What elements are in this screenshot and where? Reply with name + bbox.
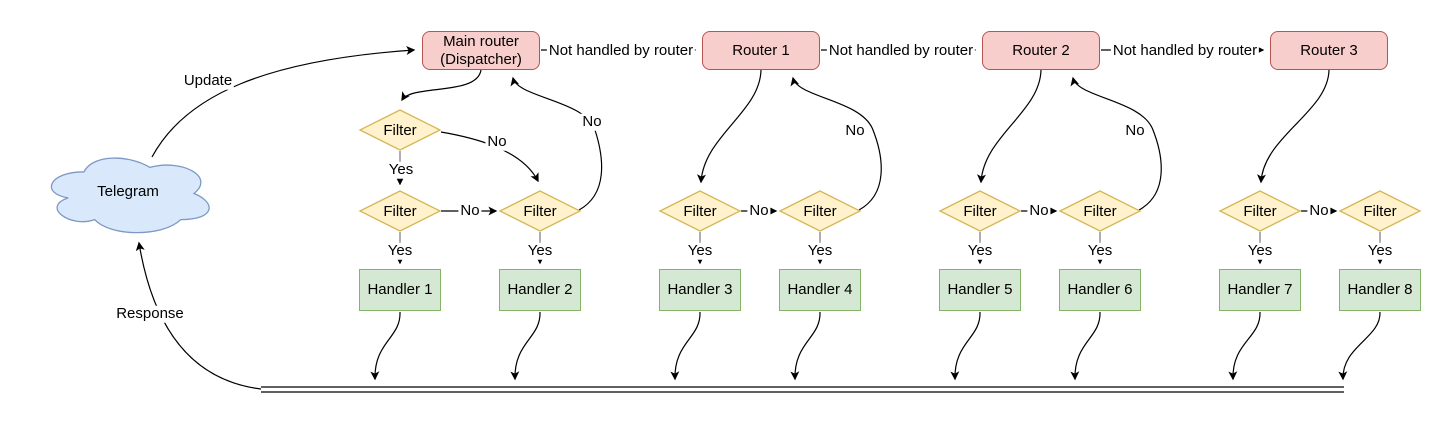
- yes-label: Yes: [525, 241, 555, 260]
- filter-label: Filter: [383, 122, 416, 139]
- router-2-box: Router 2: [982, 31, 1100, 70]
- edge-handler4-bus: [790, 311, 821, 381]
- yes-label: Yes: [965, 241, 995, 260]
- no-label: No: [1307, 201, 1331, 220]
- filter-label: Filter: [683, 203, 716, 220]
- main-router-label-line2: (Dispatcher): [440, 50, 522, 68]
- filter-label: Filter: [803, 203, 836, 220]
- router-3-box: Router 3: [1270, 31, 1388, 70]
- edge-handler2-bus: [510, 311, 541, 381]
- no-label: No: [843, 121, 867, 140]
- yes-label: Yes: [1365, 241, 1395, 260]
- filter-diamond: [1218, 190, 1302, 232]
- yes-label: Yes: [1245, 241, 1275, 260]
- handler-label: Handler 8: [1347, 281, 1413, 298]
- filter-label: Filter: [1363, 203, 1396, 220]
- edge-update: [151, 46, 416, 158]
- handler-label: Handler 2: [507, 281, 573, 298]
- filter-label: Filter: [383, 203, 416, 220]
- edge-router1-to-filter3: [697, 69, 762, 184]
- no-label: No: [458, 201, 482, 220]
- router-2-label: Router 2: [1012, 41, 1070, 59]
- filter-diamond: [658, 190, 742, 232]
- handler-label: Handler 7: [1227, 281, 1293, 298]
- not-handled-label: Not handled by router: [546, 41, 696, 60]
- edge-filter4-loop-no: [790, 76, 882, 211]
- not-handled-label: Not handled by router: [826, 41, 976, 60]
- no-label: No: [747, 201, 771, 220]
- no-label: No: [1123, 121, 1147, 140]
- handler-label: Handler 3: [667, 281, 733, 298]
- filter-diamond: [358, 190, 442, 232]
- filter-diamond: [938, 190, 1022, 232]
- handler-box: Handler 7: [1219, 269, 1301, 311]
- no-label: No: [485, 132, 509, 151]
- filter-diamond: [778, 190, 862, 232]
- main-router-label-line1: Main router: [443, 32, 519, 50]
- handler-label: Handler 4: [787, 281, 853, 298]
- filter-diamond: [1338, 190, 1422, 232]
- yes-label: Yes: [685, 241, 715, 260]
- filter-label: Filter: [1243, 203, 1276, 220]
- edge-response: [135, 241, 262, 390]
- not-handled-label: Not handled by router: [1110, 41, 1260, 60]
- yes-label: Yes: [385, 241, 415, 260]
- handler-box: Handler 2: [499, 269, 581, 311]
- filter-diamond: [498, 190, 582, 232]
- edge-dispatcher-to-filter0: [401, 69, 482, 102]
- handler-box: Handler 5: [939, 269, 1021, 311]
- handler-label: Handler 5: [947, 281, 1013, 298]
- handler-label: Handler 6: [1067, 281, 1133, 298]
- telegram-cloud: [50, 157, 210, 234]
- filter-label: Filter: [1083, 203, 1116, 220]
- edge-handler3-bus: [670, 311, 701, 381]
- filter-diamond: [1058, 190, 1142, 232]
- yes-label: Yes: [1085, 241, 1115, 260]
- update-label: Update: [181, 71, 235, 90]
- edge-handler8-bus: [1338, 311, 1381, 381]
- edge-router2-to-filter5: [977, 69, 1042, 184]
- handler-box: Handler 6: [1059, 269, 1141, 311]
- telegram-label: Telegram: [97, 182, 159, 200]
- router-1-box: Router 1: [702, 31, 820, 70]
- filter-label: Filter: [523, 203, 556, 220]
- handler-box: Handler 3: [659, 269, 741, 311]
- edge-handler6-bus: [1070, 311, 1101, 381]
- handler-box: Handler 4: [779, 269, 861, 311]
- filter-label: Filter: [963, 203, 996, 220]
- edge-handler7-bus: [1228, 311, 1261, 381]
- yes-label: Yes: [386, 160, 416, 179]
- edge-filter6-loop-no: [1070, 76, 1162, 211]
- yes-label: Yes: [805, 241, 835, 260]
- response-label: Response: [114, 304, 186, 323]
- main-router-box: Main router (Dispatcher): [422, 31, 540, 70]
- edge-handler1-bus: [370, 311, 401, 381]
- edge-router3-to-filter7: [1257, 69, 1330, 184]
- no-label: No: [1027, 201, 1051, 220]
- filter-diamond: [358, 109, 442, 151]
- edge-handler5-bus: [950, 311, 981, 381]
- handler-label: Handler 1: [367, 281, 433, 298]
- edge-filter2-loop-no: [510, 76, 603, 211]
- router-1-label: Router 1: [732, 41, 790, 59]
- handler-box: Handler 1: [359, 269, 441, 311]
- no-label: No: [580, 112, 604, 131]
- router-3-label: Router 3: [1300, 41, 1358, 59]
- handler-box: Handler 8: [1339, 269, 1421, 311]
